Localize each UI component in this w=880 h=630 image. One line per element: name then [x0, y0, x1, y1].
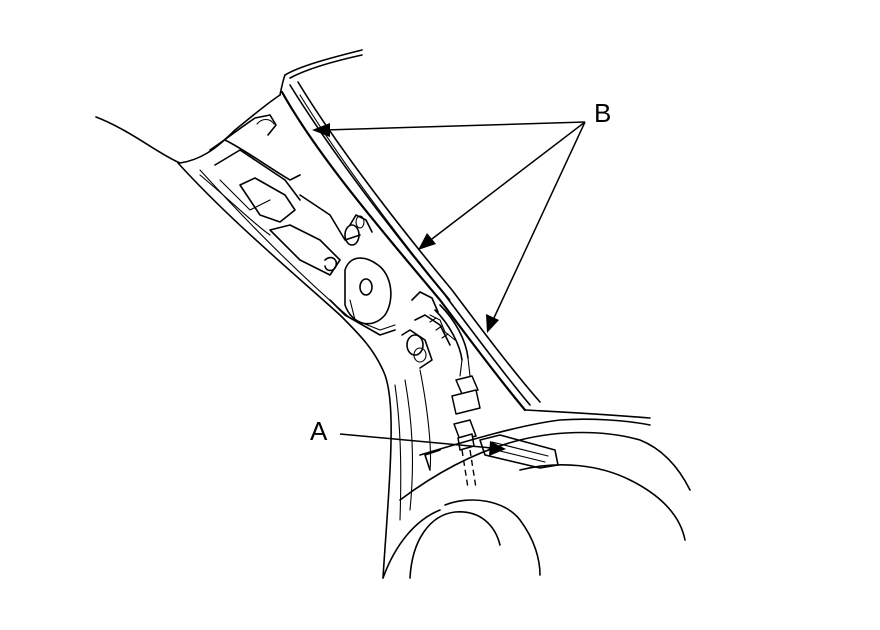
- wire-connector-upper: [451, 357, 481, 415]
- hidden-harness-path: [461, 449, 477, 489]
- headliner-edge: [95, 94, 281, 164]
- pillar-inner-structure: [199, 114, 469, 369]
- callout-b-leaders: [312, 121, 586, 333]
- callout-a-label: A: [310, 416, 328, 446]
- callout-a-leader: [339, 433, 506, 456]
- a-pillar-outline: [177, 49, 541, 579]
- dashboard-outline: [382, 409, 691, 579]
- callout-b-label: B: [594, 98, 611, 128]
